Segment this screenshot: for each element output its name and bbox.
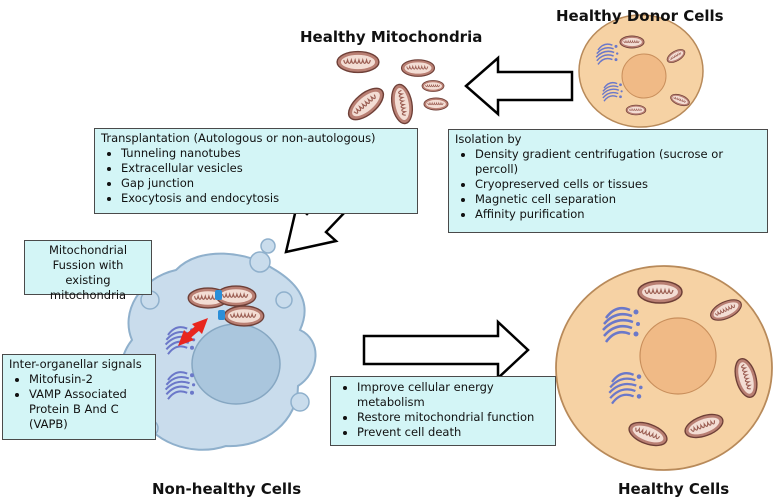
transplantation-item: Tunneling nanotubes — [121, 146, 411, 161]
arrow-outcome — [362, 319, 530, 381]
arrow-isolation — [464, 55, 574, 117]
fusion-line: mitochondria — [49, 288, 127, 302]
isolation-item: Density gradient centrifugation (sucrose… — [475, 147, 761, 177]
donor-cell — [578, 14, 704, 128]
outcome-item: Improve cellular energy metabolism — [357, 380, 549, 410]
isolation-heading: Isolation by — [455, 132, 522, 146]
title-healthy-cells: Healthy Cells — [618, 480, 730, 498]
signals-item: VAMP Associated Protein B And C (VAPB) — [29, 387, 149, 432]
transplantation-box: Transplantation (Autologous or non-autol… — [94, 128, 418, 214]
fusion-line: Mitochondrial — [48, 243, 128, 257]
non-healthy-cell — [119, 238, 317, 451]
outcome-item: Restore mitochondrial function — [357, 410, 549, 425]
transplantation-heading: Transplantation (Autologous or non-autol… — [101, 131, 376, 145]
fusion-box: Mitochondrial Fussion with existing mito… — [24, 240, 152, 302]
outcomes-box: Improve cellular energy metabolism Resto… — [330, 376, 556, 446]
signals-item: Mitofusin-2 — [29, 372, 149, 387]
title-non-healthy-cells: Non-healthy Cells — [152, 480, 302, 498]
fusion-double-arrow — [178, 318, 208, 346]
signals-heading: Inter-organellar signals — [9, 357, 142, 371]
healthy-cell — [555, 265, 773, 471]
transplantation-item: Extracellular vesicles — [121, 161, 411, 176]
transplantation-item: Gap junction — [121, 176, 411, 191]
fusion-line: Fussion with existing — [52, 258, 124, 287]
isolated-mitochondria — [336, 50, 449, 127]
transplantation-item: Exocytosis and endocytosis — [121, 191, 411, 206]
isolation-item: Affinity purification — [475, 207, 761, 222]
outcome-item: Prevent cell death — [357, 425, 549, 440]
isolation-item: Magnetic cell separation — [475, 192, 761, 207]
signals-box: Inter-organellar signals Mitofusin-2 VAM… — [2, 354, 156, 440]
title-healthy-mitochondria: Healthy Mitochondria — [300, 28, 483, 46]
isolation-item: Cryopreserved cells or tissues — [475, 177, 761, 192]
title-healthy-donor-cells: Healthy Donor Cells — [556, 7, 724, 25]
isolation-box: Isolation by Density gradient centrifuga… — [448, 129, 768, 233]
